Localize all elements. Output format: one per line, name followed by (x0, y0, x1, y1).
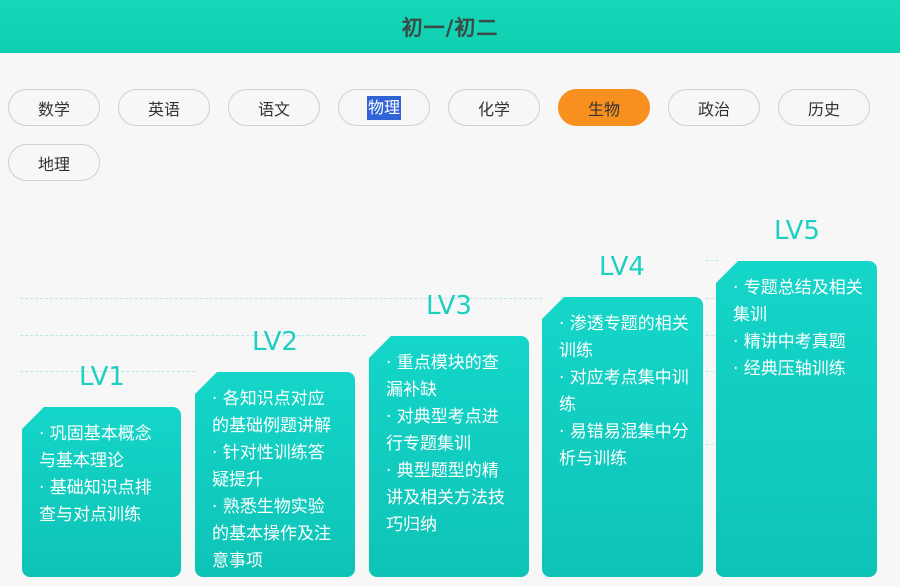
subject-tab-label: 生物 (587, 99, 620, 119)
guide-line (20, 371, 195, 372)
guide-line (706, 298, 718, 299)
level-label-lv4: LV4 (599, 252, 645, 282)
level-item: · 熟悉生物实验的基本操作及注意事项 (212, 497, 331, 571)
guide-line (706, 260, 718, 261)
level-label-lv3: LV3 (426, 291, 472, 321)
subject-tab-history[interactable]: 历史 (778, 89, 870, 126)
subject-tab-politics[interactable]: 政治 (668, 89, 760, 126)
subject-tab-math[interactable]: 数学 (8, 89, 100, 126)
subject-tab-label: 历史 (807, 99, 840, 119)
level-item: · 基础知识点排查与对点训练 (39, 478, 152, 525)
guide-line (20, 298, 542, 299)
subject-tab-label-selected: 物理 (366, 95, 401, 120)
level-item: · 各知识点对应的基础例题讲解 (212, 389, 331, 436)
level-item: · 针对性训练答疑提升 (212, 443, 325, 490)
level-item: · 专题总结及相关集训 (733, 278, 863, 325)
subject-tab-label: 数学 (37, 99, 70, 119)
level-card-lv4: · 渗透专题的相关训练 · 对应考点集中训练 · 易错易混集中分析与训练 (542, 297, 703, 577)
level-label-lv1: LV1 (79, 362, 125, 392)
level-card-lv5: · 专题总结及相关集训 · 精讲中考真题 · 经典压轴训练 (716, 261, 877, 577)
guide-line (706, 335, 718, 336)
subject-tab-chemistry[interactable]: 化学 (448, 89, 540, 126)
level-item: · 经典压轴训练 (733, 359, 846, 379)
subject-tab-label: 地理 (37, 154, 70, 174)
level-label-lv2: LV2 (252, 327, 298, 357)
level-card-lv3: · 重点模块的查漏补缺 · 对典型考点进行专题集训 · 典型题型的精讲及相关方法… (369, 336, 529, 577)
level-item: · 精讲中考真题 (733, 332, 846, 352)
subject-tab-english[interactable]: 英语 (118, 89, 210, 126)
header-bar: 初一/初二 (0, 0, 900, 53)
subject-tab-biology[interactable]: 生物 (558, 89, 650, 126)
subject-tab-geography[interactable]: 地理 (8, 144, 100, 181)
level-item: · 典型题型的精讲及相关方法技巧归纳 (386, 461, 505, 535)
level-item: · 易错易混集中分析与训练 (559, 422, 689, 469)
guide-line (20, 335, 365, 336)
level-item: · 巩固基本概念与基本理论 (39, 424, 152, 471)
level-item: · 对应考点集中训练 (559, 368, 689, 415)
level-label-lv5: LV5 (774, 216, 820, 246)
subject-tab-label: 化学 (477, 99, 510, 119)
subject-tab-label: 英语 (147, 99, 180, 119)
subject-tab-chinese[interactable]: 语文 (228, 89, 320, 126)
level-card-lv1: · 巩固基本概念与基本理论 · 基础知识点排查与对点训练 (22, 407, 181, 577)
page-title: 初一/初二 (401, 15, 499, 40)
guide-line (706, 444, 718, 445)
guide-line (706, 371, 718, 372)
level-item: · 重点模块的查漏补缺 (386, 353, 499, 400)
level-item: · 对典型考点进行专题集训 (386, 407, 499, 454)
subject-tab-label: 政治 (697, 99, 730, 119)
level-card-lv2: · 各知识点对应的基础例题讲解 · 针对性训练答疑提升 · 熟悉生物实验的基本操… (195, 372, 355, 577)
level-item: · 渗透专题的相关训练 (559, 314, 689, 361)
subject-tab-label: 语文 (257, 99, 290, 119)
subject-tab-physics[interactable]: 物理 (338, 89, 430, 126)
